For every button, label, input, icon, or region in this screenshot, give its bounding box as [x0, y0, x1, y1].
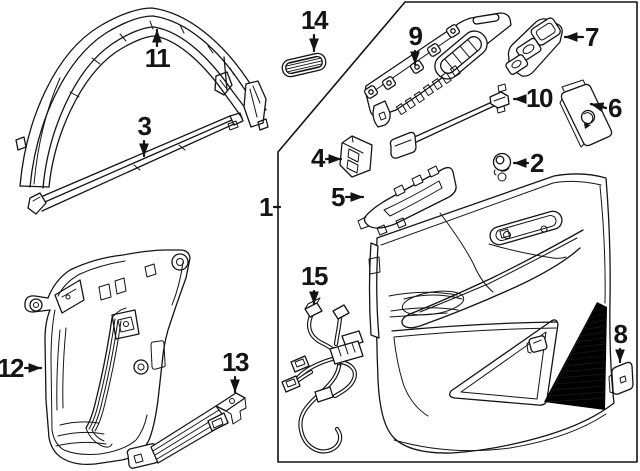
callout-2-label: 2 [530, 148, 544, 178]
callout-14[interactable]: 14 [301, 5, 330, 53]
callout-3[interactable]: 3 [138, 111, 153, 158]
assembly-box-outline [277, 1, 638, 463]
water-deflector-drawing [24, 249, 191, 466]
control-module-drawing [559, 79, 613, 148]
door-trim-panel-drawing [368, 172, 615, 454]
callout-3-label: 3 [138, 111, 152, 141]
callout-5-label: 5 [331, 182, 345, 212]
accessory-switch-drawing [339, 135, 373, 178]
callout-2[interactable]: 2 [512, 148, 546, 178]
callout-11[interactable]: 11 [145, 28, 172, 73]
callout-13[interactable]: 13 [222, 347, 250, 394]
callout-7[interactable]: 7 [563, 22, 601, 52]
belt-molding-drawing [27, 112, 244, 215]
callout-10[interactable]: 10 [512, 83, 554, 113]
callout-4[interactable]: 4 [311, 143, 343, 173]
callout-13-label: 13 [222, 347, 249, 377]
callout-8-label: 8 [614, 319, 628, 349]
callout-12[interactable]: 12 [0, 353, 43, 383]
callout-12-label: 12 [0, 353, 24, 383]
callout-1-label: 1 [259, 192, 273, 222]
callout-5[interactable]: 5 [331, 182, 365, 212]
lock-rod-drawing [389, 83, 510, 159]
callout-7-label: 7 [585, 22, 599, 52]
callout-8[interactable]: 8 [614, 319, 629, 364]
callout-6-arrow [589, 102, 608, 112]
window-frame-weatherstrip-drawing [15, 7, 269, 189]
callout-14-label: 14 [301, 5, 329, 35]
handle-bezel-drawing [357, 165, 457, 236]
callout-10-label: 10 [526, 83, 553, 113]
callout-6-label: 6 [608, 93, 622, 123]
callout-6[interactable]: 6 [589, 93, 624, 123]
wiring-harness-drawing [281, 297, 364, 454]
callout-9-label: 9 [409, 21, 423, 51]
retainer-clip-drawing [608, 361, 634, 395]
grommet-drawing [492, 152, 512, 176]
support-bracket-drawing [126, 392, 247, 469]
callout-11-label: 11 [145, 43, 171, 73]
window-switch-drawing [505, 17, 563, 77]
vent-grille-drawing [281, 52, 327, 78]
callout-15[interactable]: 15 [301, 261, 329, 306]
callout-9[interactable]: 9 [409, 21, 424, 66]
callout-15-label: 15 [301, 261, 328, 291]
callout-4-label: 4 [311, 143, 326, 173]
callout-1[interactable]: 1 [259, 192, 282, 222]
